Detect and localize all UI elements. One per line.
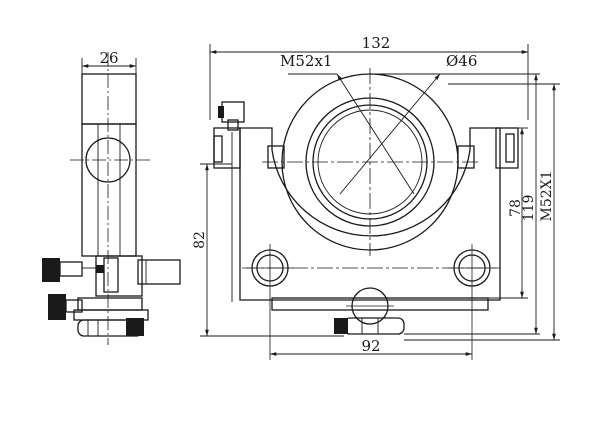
front-clamp-screw-icon	[221, 101, 245, 123]
side-base-plate	[77, 297, 143, 311]
side-view: 26	[42, 49, 181, 345]
side-lower-thumbscrew-icon	[48, 294, 66, 320]
right-height-119-label: 119	[521, 195, 537, 222]
side-bore-circle	[85, 137, 131, 183]
hole-spacing-label: 92	[361, 337, 380, 355]
thread-label: M52x1	[280, 52, 332, 70]
side-adjuster-body	[95, 255, 143, 297]
diameter-label: Ø46	[446, 52, 477, 70]
side-width-label: 26	[99, 49, 118, 67]
overall-width-label: 132	[362, 34, 391, 52]
front-base-plate	[271, 297, 489, 311]
thread-height-label: M52X1	[539, 170, 555, 221]
side-body-column	[81, 123, 137, 257]
front-mount-body	[239, 127, 501, 301]
side-adjuster-knob	[137, 259, 181, 285]
side-body-top	[81, 73, 137, 125]
front-right-mounting-hole	[448, 244, 496, 360]
front-left-mounting-hole	[246, 244, 294, 360]
left-height-label: 82	[192, 231, 208, 249]
side-thumbscrew-icon	[42, 258, 60, 282]
front-view: M52x1 Ø46 132 92	[192, 34, 560, 360]
right-height-78-label: 78	[508, 199, 524, 217]
front-right-clamp	[495, 127, 519, 169]
